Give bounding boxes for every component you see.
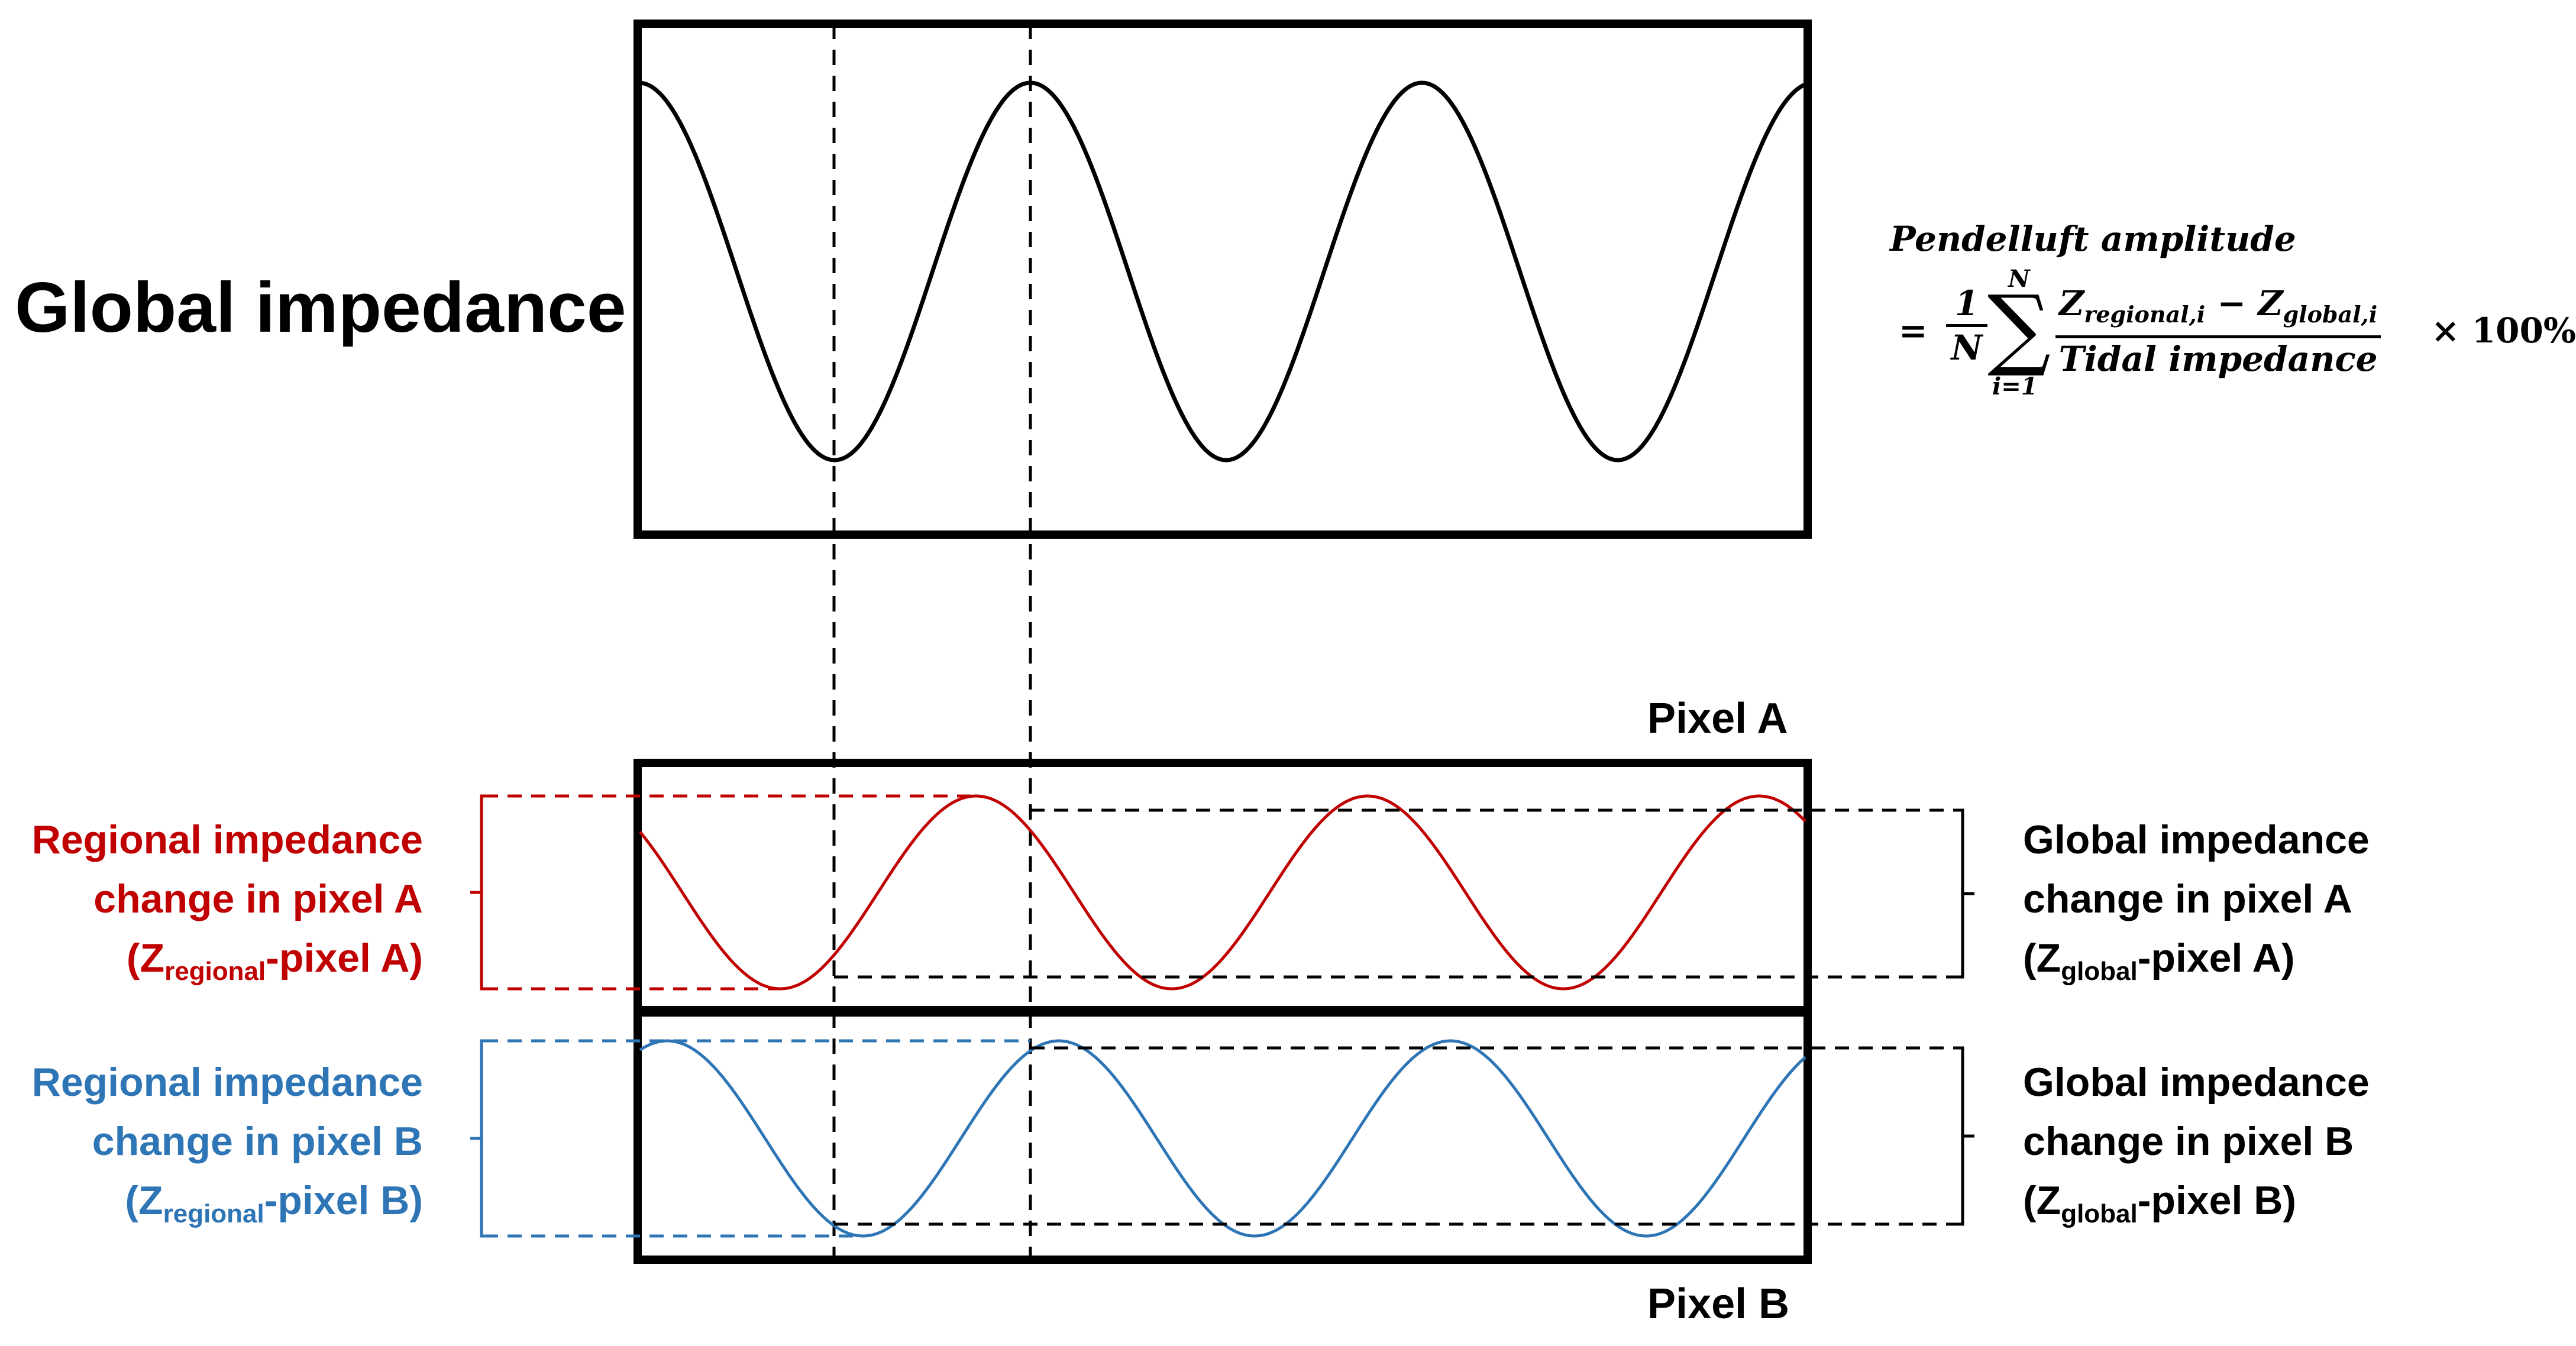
formula-main-numerator: Zregional,i − Zglobal,i (2055, 283, 2381, 338)
formula-sum-upper: N (2008, 265, 2030, 293)
formula-title: Pendelluft amplitude (1890, 219, 2296, 259)
pixel-a-global-line2: change in pixel A (2023, 876, 2352, 921)
global-impedance-panel (634, 20, 1812, 539)
pixel-a-regional-line2: change in pixel A (93, 876, 423, 921)
global-impedance-wave (639, 80, 1806, 462)
formula-equals: = (1899, 310, 1928, 351)
pixel-b-left-bracket (470, 1039, 491, 1238)
formula-frac-denominator: N (1951, 328, 1983, 368)
global-impedance-title: Global impedance (15, 268, 626, 347)
formula-one-over-n: 1 N (1946, 283, 1987, 368)
formula-times-100: × 100% (2431, 310, 2576, 351)
pixel-b-regional-wave (639, 1039, 1806, 1238)
pixel-b-global-symbol: (Zglobal-pixel B) (2023, 1178, 2296, 1228)
pixel-b-regional-label: Regional impedance change in pixel B (Zr… (0, 1053, 423, 1244)
pixel-a-global-label: Global impedance change in pixel A (Zglo… (2023, 810, 2370, 1001)
pixel-a-right-bracket (1955, 808, 1974, 979)
pixel-b-label: Pixel B (1647, 1280, 1790, 1328)
pixel-a-label: Pixel A (1647, 695, 1788, 742)
formula-sum-lower: i=1 (1992, 373, 2038, 400)
formula-frac-numerator: 1 (1946, 283, 1987, 327)
pixel-b-regional-line2: change in pixel B (92, 1119, 423, 1164)
pixel-a-regional-label: Regional impedance change in pixel A (Zr… (0, 810, 423, 1001)
pixel-a-regional-line1: Regional impedance (31, 817, 423, 862)
pixel-b-regional-line1: Regional impedance (31, 1060, 423, 1105)
pixel-b-regional-symbol: (Zregional-pixel B) (125, 1178, 423, 1228)
pixel-a-global-symbol: (Zglobal-pixel A) (2023, 936, 2295, 986)
pixel-a-global-line1: Global impedance (2023, 817, 2370, 862)
pixel-a-regional-symbol: (Zregional-pixel A) (126, 936, 423, 986)
formula-sigma: ∑ (1987, 277, 2051, 380)
pixel-a-panel (634, 759, 1812, 1014)
pixel-a-left-bracket (470, 794, 491, 991)
pixel-b-global-line2: change in pixel B (2023, 1119, 2354, 1164)
pixel-b-right-bracket (1955, 1046, 1974, 1226)
formula-main-denominator: Tidal impedance (2058, 339, 2378, 379)
pendelluft-formula: Pendelluft amplitude = 1 N ∑ N i=1 Zregi… (1887, 219, 2576, 414)
pixel-a-regional-wave (639, 794, 1806, 991)
formula-main-fraction: Zregional,i − Zglobal,i Tidal impedance (2055, 283, 2381, 380)
pixel-b-global-label: Global impedance change in pixel B (Zglo… (2023, 1053, 2370, 1244)
pixel-b-global-line1: Global impedance (2023, 1060, 2370, 1105)
